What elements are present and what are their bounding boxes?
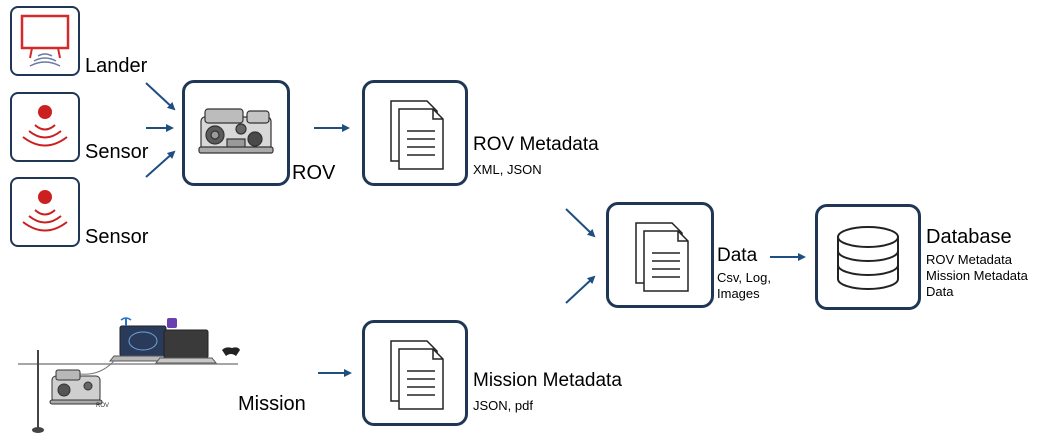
lander-icon — [20, 14, 70, 67]
mission-label: Mission — [238, 393, 306, 415]
sensor-icon — [22, 190, 68, 232]
rov-metadata-title: ROV Metadata — [473, 134, 599, 155]
database-contents: ROV Metadata Mission Metadata Data — [926, 252, 1028, 300]
data-formats: Csv, Log, Images — [717, 270, 771, 302]
database-box — [815, 204, 921, 310]
rov-metadata-box — [362, 80, 468, 186]
lander-label: Lander — [85, 55, 148, 77]
sensor-box-2 — [10, 177, 80, 247]
arrow-rov-metadata-to-data — [565, 208, 596, 238]
document-icon — [390, 340, 444, 410]
sensor-icon — [22, 105, 68, 147]
rov-vehicle-icon — [198, 108, 274, 154]
database-icon — [837, 226, 899, 290]
mission-setup-icon — [18, 317, 240, 433]
sensor-label-2: Sensor — [85, 226, 149, 248]
arrow-mission-metadata-to-data — [565, 275, 596, 304]
data-format-line: Images — [717, 286, 760, 301]
arrow-sensor2-to-rov — [145, 150, 176, 178]
arrow-lander-to-rov — [145, 82, 176, 111]
rov-metadata-formats: XML, JSON — [473, 162, 542, 177]
mission-metadata-formats: JSON, pdf — [473, 398, 533, 413]
data-box — [606, 202, 714, 308]
mission-rov-caption: ROV — [96, 403, 110, 409]
rov-label: ROV — [292, 162, 336, 184]
document-icon — [390, 100, 444, 170]
database-content-item: Data — [926, 284, 954, 299]
mission-metadata-title: Mission Metadata — [473, 370, 622, 391]
mission-metadata-box — [362, 320, 468, 426]
sensor-box-1 — [10, 92, 80, 162]
data-title: Data — [717, 245, 758, 266]
database-content-item: Mission Metadata — [926, 268, 1028, 283]
database-title: Database — [926, 226, 1012, 248]
rov-box — [182, 80, 290, 186]
document-icon — [635, 222, 689, 292]
sensor-label-1: Sensor — [85, 141, 149, 163]
database-content-item: ROV Metadata — [926, 252, 1012, 267]
data-format-line: Csv, Log, — [717, 270, 771, 285]
lander-box — [10, 6, 80, 76]
